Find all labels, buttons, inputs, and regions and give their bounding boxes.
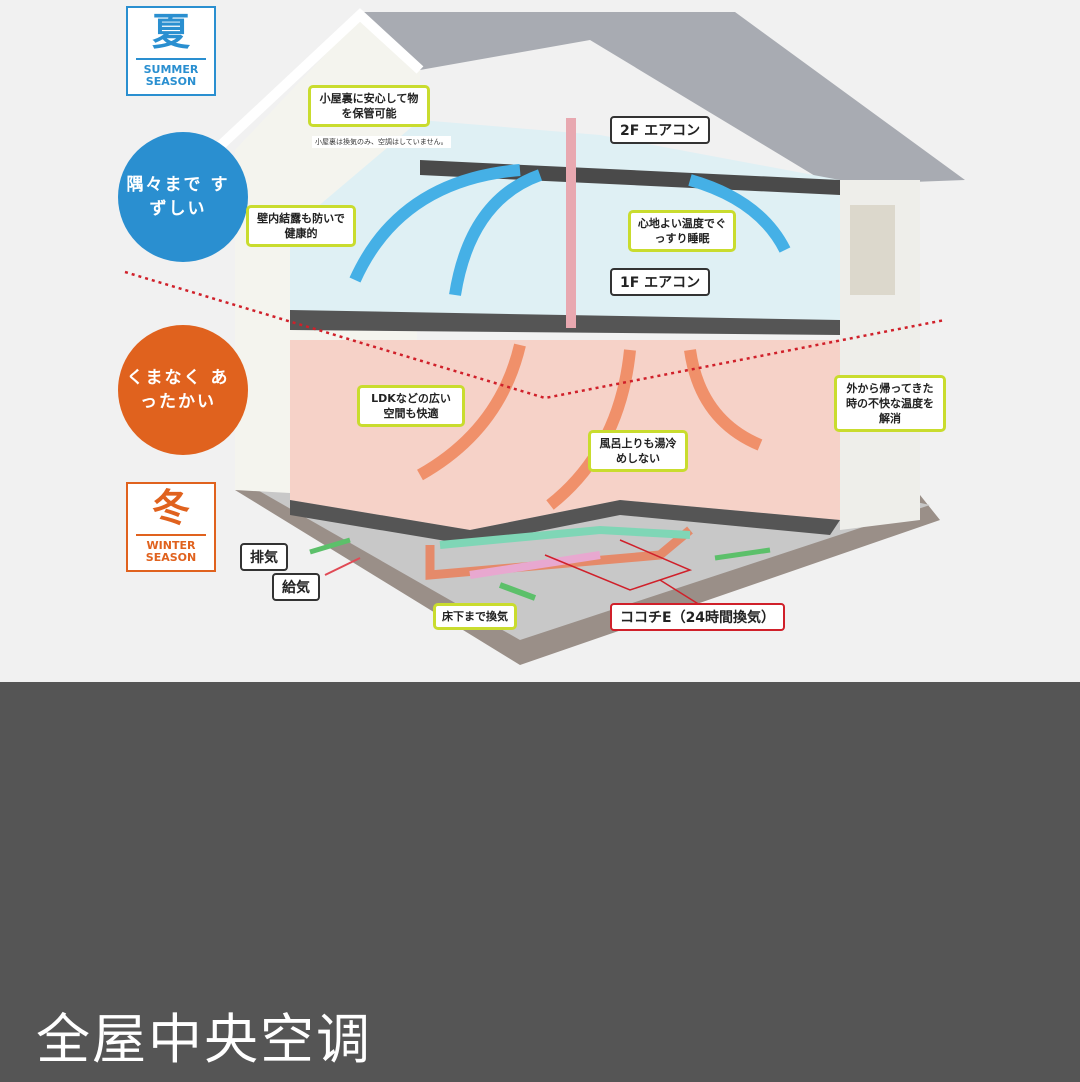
bath-caption: 風呂上りも湯冷めしない — [588, 430, 688, 472]
ac-1f-label: 1F エアコン — [610, 268, 711, 296]
cool-air-arrow — [449, 169, 543, 296]
attic-note: 小屋裏は換気のみ、空調はしていません。 — [312, 136, 451, 148]
floor-slab — [290, 310, 840, 335]
caption-panel — [0, 682, 1080, 1082]
sleep-caption: 心地よい温度でぐっすり睡眠 — [628, 210, 736, 252]
cool-air-arrow — [688, 174, 791, 253]
crawlspace — [290, 500, 840, 545]
summer-badge: 夏 SUMMER SEASON — [126, 6, 216, 96]
foundation-shadow — [235, 470, 940, 665]
first-floor-room — [290, 340, 840, 530]
window — [850, 205, 895, 295]
roof — [360, 12, 965, 185]
house-diagram: 夏 SUMMER SEASON 隅々まで すずしい くまなく あったかい 冬 W… — [0, 0, 1080, 682]
underfloor-caption: 床下まで換気 — [433, 603, 517, 630]
winter-badge: 冬 WINTER SEASON — [126, 482, 216, 572]
warm-air-arrow — [684, 349, 763, 451]
summer-english: SUMMER SEASON — [143, 63, 199, 88]
outside-caption: 外から帰ってきた時の不快な温度を解消 — [834, 375, 946, 432]
ac-2f-label: 2F エアコン — [610, 116, 711, 144]
kokochi-e-label: ココチE（24時間換気） — [610, 603, 786, 631]
summer-kanji: 夏 — [151, 10, 190, 54]
cool-air-arrow — [349, 164, 521, 283]
wall-caption: 壁内結露も防いで健康的 — [246, 205, 356, 247]
exhaust-label: 排気 — [240, 543, 288, 571]
winter-circle: くまなく あったかい — [118, 325, 248, 455]
ldk-caption: LDKなどの広い空間も快適 — [357, 385, 465, 427]
summer-circle: 隅々まで すずしい — [118, 132, 248, 262]
supply-label: 給気 — [272, 573, 320, 601]
warm-air-arrow — [417, 343, 526, 481]
winter-english: WINTER SEASON — [145, 539, 197, 564]
attic-caption: 小屋裏に安心して物を保管可能 — [308, 85, 430, 127]
winter-kanji: 冬 — [151, 486, 190, 530]
caption-title: 全屋中央空调 — [36, 1008, 372, 1071]
